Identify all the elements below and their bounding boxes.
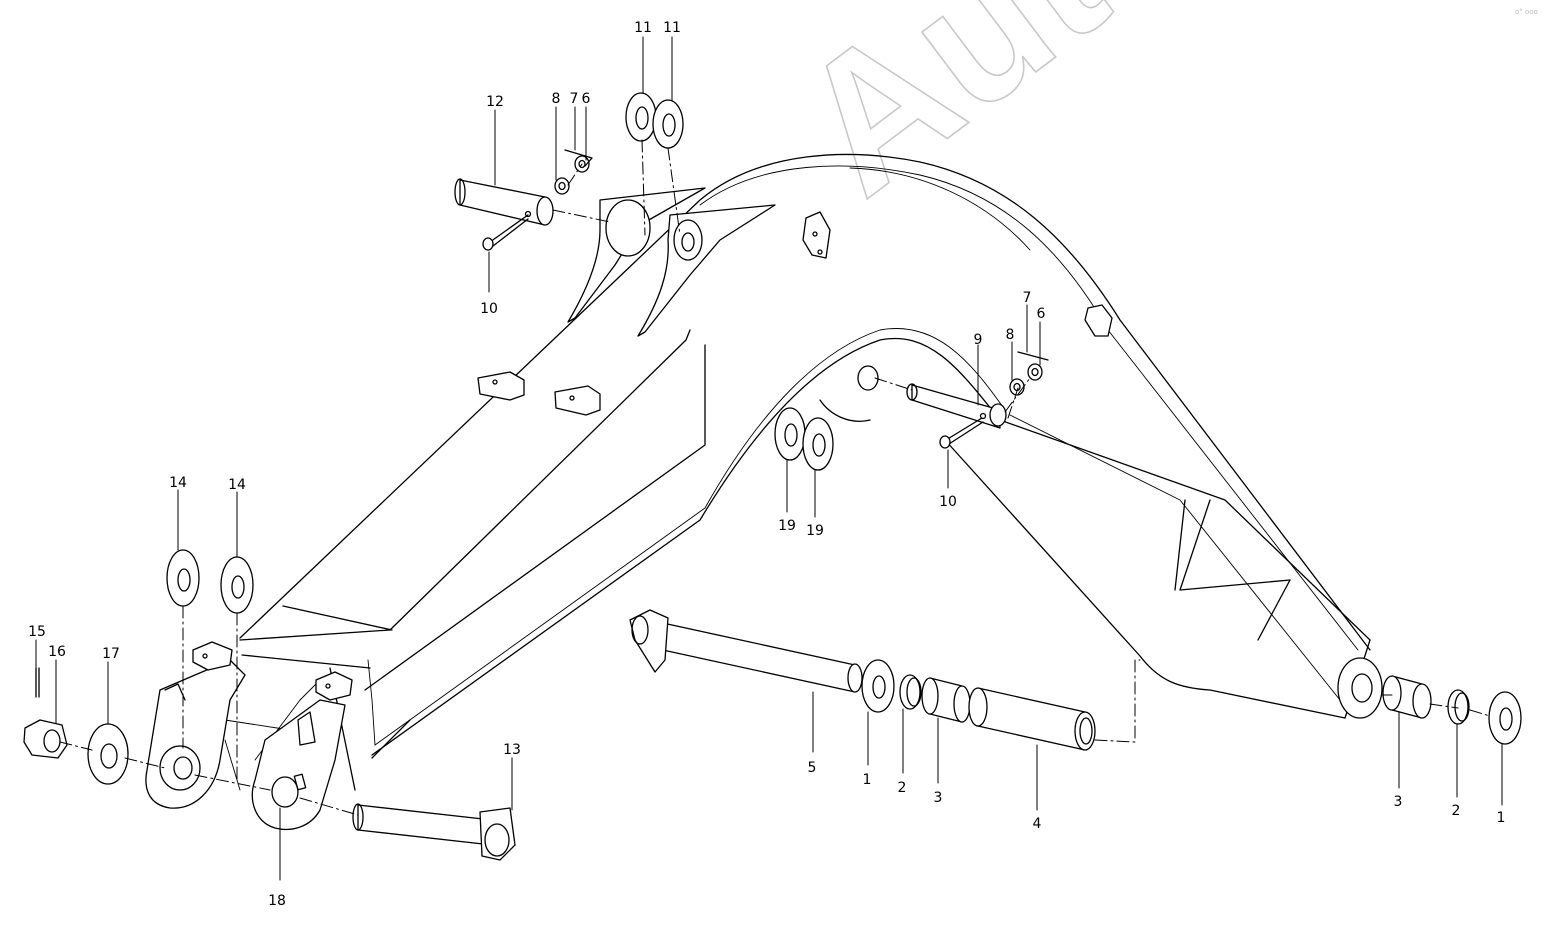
washer-11b[interactable] — [652, 99, 684, 149]
assembly-centerlines — [59, 139, 1491, 816]
boss-4[interactable] — [968, 687, 1096, 751]
seal-2-right[interactable] — [1447, 689, 1470, 725]
bushing-3-right[interactable] — [1382, 675, 1432, 719]
root-lug-plates — [145, 659, 346, 831]
nut-6-lower[interactable] — [1017, 351, 1049, 381]
callout-1[interactable]: 1 — [863, 772, 872, 788]
pin-12[interactable] — [454, 178, 554, 226]
callout-leaders — [35, 36, 1503, 881]
callout-1[interactable]: 1 — [1497, 810, 1506, 826]
pin-13[interactable] — [352, 803, 516, 861]
callout-8[interactable]: 8 — [552, 91, 561, 107]
bolt-10-lower[interactable] — [939, 417, 984, 449]
callout-16[interactable]: 16 — [48, 644, 66, 660]
callout-14[interactable]: 14 — [228, 477, 246, 493]
cylinder-bracket — [567, 187, 776, 337]
callout-7[interactable]: 7 — [1023, 290, 1032, 306]
callout-19[interactable]: 19 — [806, 523, 824, 539]
callout-13[interactable]: 13 — [503, 742, 521, 758]
callout-11[interactable]: 11 — [663, 20, 681, 36]
bolt-10-upper[interactable] — [482, 214, 529, 251]
callout-17[interactable]: 17 — [102, 646, 120, 662]
callout-5[interactable]: 5 — [808, 760, 817, 776]
pin-9[interactable] — [906, 383, 1007, 429]
washer-17[interactable] — [87, 723, 129, 785]
callout-12[interactable]: 12 — [486, 94, 504, 110]
callout-15[interactable]: 15 — [28, 624, 46, 640]
callout-10[interactable]: 10 — [939, 494, 957, 510]
callout-8[interactable]: 8 — [1006, 327, 1015, 343]
castle-nut-16[interactable] — [23, 719, 68, 759]
callout-2[interactable]: 2 — [1452, 803, 1461, 819]
mounting-blocks — [164, 211, 1113, 746]
watermark: AutoSoft — [760, 0, 1528, 235]
callout-10[interactable]: 10 — [480, 301, 498, 317]
shim-19b[interactable] — [802, 417, 834, 471]
callout-3[interactable]: 3 — [934, 790, 943, 806]
corner-mark: o° ooo — [1515, 8, 1538, 16]
shim-1-left[interactable] — [861, 659, 895, 713]
nut-6-upper[interactable] — [564, 149, 593, 173]
shim-14b[interactable] — [220, 556, 254, 614]
callout-labels: 12 8 7 6 11 11 10 7 8 6 9 10 19 19 14 14… — [28, 20, 1505, 909]
cotter-pin-15[interactable] — [35, 667, 40, 698]
callout-7[interactable]: 7 — [570, 91, 579, 107]
callout-2[interactable]: 2 — [898, 780, 907, 796]
shim-1-right[interactable] — [1488, 691, 1522, 745]
pin-5[interactable] — [629, 609, 863, 693]
crotch-lug — [819, 365, 879, 422]
callout-19[interactable]: 19 — [778, 518, 796, 534]
shim-14a[interactable] — [166, 549, 200, 607]
callout-14[interactable]: 14 — [169, 475, 187, 491]
shim-19a[interactable] — [774, 407, 806, 461]
callout-4[interactable]: 4 — [1033, 816, 1042, 832]
callout-6[interactable]: 6 — [1037, 306, 1046, 322]
seal-2-left[interactable] — [899, 674, 922, 710]
callout-9[interactable]: 9 — [974, 332, 983, 348]
callout-11[interactable]: 11 — [634, 20, 652, 36]
washer-11a[interactable] — [625, 92, 657, 142]
callout-3[interactable]: 3 — [1394, 794, 1403, 810]
bushing-3-left[interactable] — [921, 677, 971, 723]
washer-8-upper[interactable] — [554, 177, 570, 195]
callout-6[interactable]: 6 — [582, 91, 591, 107]
washer-8-lower[interactable] — [1009, 378, 1025, 396]
boom-body — [224, 153, 1371, 791]
boom-tip-bore — [1337, 657, 1383, 719]
callout-18[interactable]: 18 — [268, 893, 286, 909]
